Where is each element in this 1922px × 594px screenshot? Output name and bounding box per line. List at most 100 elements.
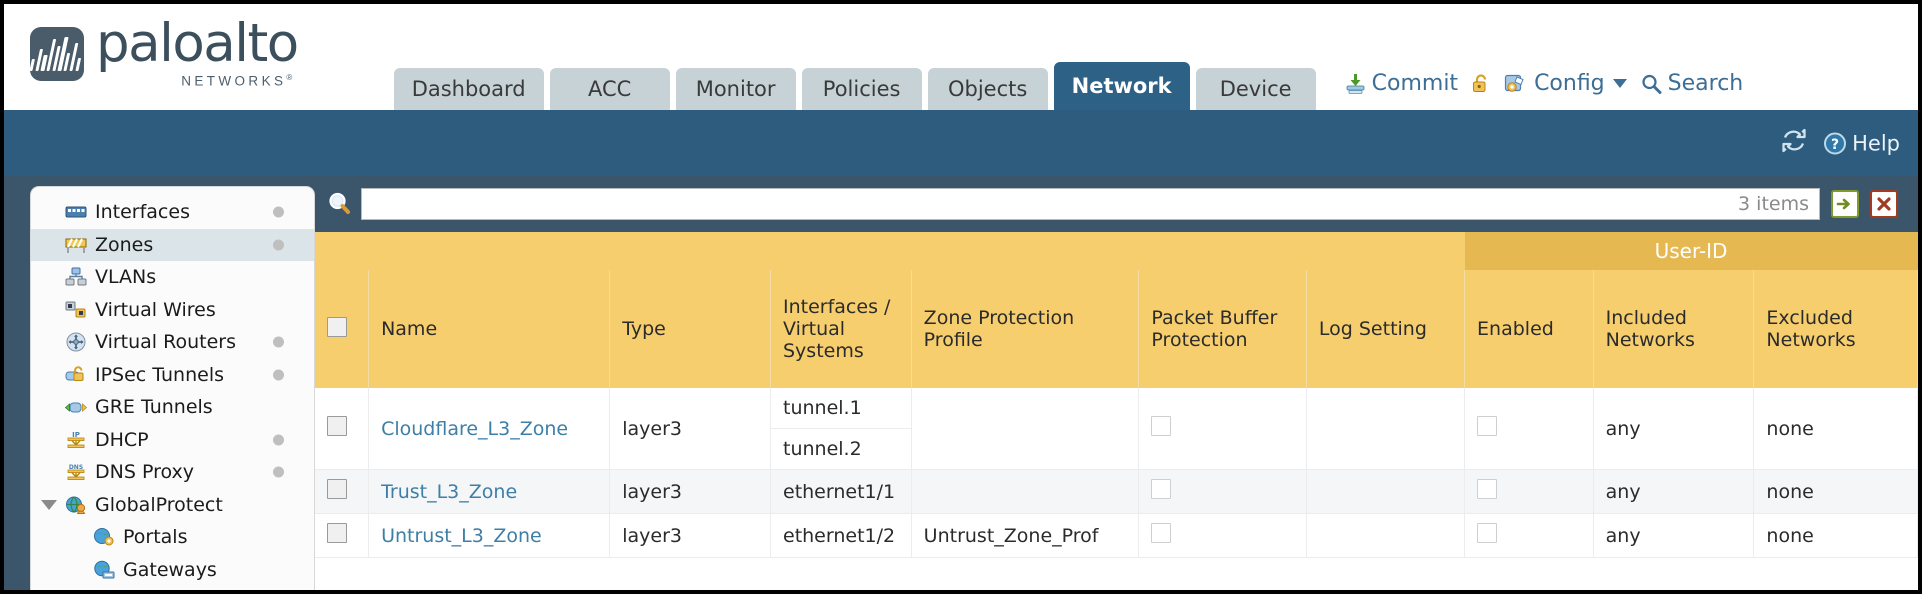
packet-buffer-protection-checkbox[interactable] <box>1151 479 1172 499</box>
svg-text:DNS: DNS <box>69 464 83 471</box>
column-header-type[interactable]: Type <box>609 270 771 388</box>
packet-buffer-protection-checkbox[interactable] <box>1151 523 1172 543</box>
tab-label: Network <box>1071 74 1172 98</box>
userid-enabled-checkbox[interactable] <box>1477 479 1498 499</box>
close-icon <box>1877 197 1891 211</box>
column-header-interfaces-virtual-systems[interactable]: Interfaces / Virtual Systems <box>770 270 912 388</box>
row-checkbox[interactable] <box>327 416 347 436</box>
sidebar-item-gre-tunnels[interactable]: GRE Tunnels <box>31 391 314 424</box>
column-header-included-networks[interactable]: Included Networks <box>1593 270 1755 388</box>
tab-policies[interactable]: Policies <box>801 68 922 110</box>
search-button[interactable]: Search <box>1640 71 1743 96</box>
userid-enabled-cell <box>1464 513 1594 558</box>
column-header-label: Log Setting <box>1318 318 1427 340</box>
sidebar-item-vlans[interactable]: VLANs <box>31 261 314 294</box>
packet-buffer-protection-checkbox[interactable] <box>1151 416 1172 436</box>
config-icon <box>1504 73 1528 95</box>
row-checkbox[interactable] <box>327 523 347 543</box>
sidebar-item-label: Portals <box>123 526 188 549</box>
column-header-label: Enabled <box>1477 318 1554 340</box>
paloalto-logo-mark <box>30 26 84 81</box>
zone-name-link[interactable]: Trust_L3_Zone <box>381 480 518 503</box>
zone-name-cell: Trust_L3_Zone <box>368 469 611 514</box>
sidebar-item-label: Zones <box>95 233 154 256</box>
filter-bar: 3 items <box>315 176 1918 232</box>
search-input[interactable] <box>361 188 1710 220</box>
select-all-checkbox[interactable] <box>327 316 347 337</box>
config-menu[interactable]: Config <box>1504 71 1627 96</box>
unlock-icon <box>1471 73 1491 95</box>
tab-objects[interactable]: Objects <box>927 68 1048 110</box>
apply-filter-button[interactable] <box>1831 190 1859 218</box>
sidebar-item-label: Gateways <box>123 558 217 581</box>
tab-network[interactable]: Network <box>1053 62 1190 110</box>
sidebar-item-gateways[interactable]: Gateways <box>31 554 314 587</box>
clear-filter-button[interactable] <box>1870 190 1898 218</box>
paloalto-wordmark: paloalto NETWORKS® <box>96 17 299 88</box>
zone-type-cell: layer3 <box>609 469 771 514</box>
sidebar-item-globalprotect[interactable]: GlobalProtect <box>31 489 314 522</box>
sidebar-item-portals[interactable]: Portals <box>31 521 314 554</box>
row-checkbox[interactable] <box>327 479 347 499</box>
column-header-zone-protection-profile[interactable]: Zone Protection Profile <box>911 270 1140 388</box>
portals-icon <box>93 527 115 547</box>
column-header-enabled[interactable]: Enabled <box>1464 270 1594 388</box>
column-header-excluded-networks[interactable]: Excluded Networks <box>1753 270 1918 388</box>
column-header-name[interactable]: Name <box>368 270 611 388</box>
help-button[interactable]: ? Help <box>1823 131 1900 155</box>
lock-button[interactable] <box>1471 73 1491 95</box>
interfaces-cell: ethernet1/2 <box>770 513 912 558</box>
sidebar-item-label: IPSec Tunnels <box>95 363 225 386</box>
column-header-label: Packet Buffer Protection <box>1151 307 1278 351</box>
zones-icon <box>65 235 87 255</box>
tab-monitor[interactable]: Monitor <box>675 68 796 110</box>
sidebar-item-interfaces[interactable]: Interfaces <box>31 196 314 229</box>
commit-button[interactable]: Commit <box>1344 71 1458 96</box>
userid-enabled-checkbox[interactable] <box>1477 523 1498 543</box>
packet-buffer-protection-cell <box>1138 388 1307 470</box>
refresh-button[interactable] <box>1781 128 1807 158</box>
row-select-cell <box>315 469 370 514</box>
commit-icon <box>1344 73 1366 95</box>
sidebar-item-zones[interactable]: Zones <box>31 228 314 261</box>
tab-device[interactable]: Device <box>1195 68 1316 110</box>
arrow-right-icon <box>1836 198 1850 210</box>
interface-entry: tunnel.1 <box>771 388 911 429</box>
column-header-label: Type <box>622 318 666 340</box>
sidebar-item-virtual-routers[interactable]: Virtual Routers <box>31 326 314 359</box>
tab-dashboard[interactable]: Dashboard <box>393 68 544 110</box>
tab-label: Monitor <box>695 77 776 101</box>
help-icon: ? <box>1824 132 1847 154</box>
virtual-wires-icon <box>65 300 87 320</box>
svg-text:?: ? <box>1831 137 1839 153</box>
sidebar-item-virtual-wires[interactable]: Virtual Wires <box>31 294 314 327</box>
paloalto-logo: paloalto NETWORKS® <box>30 17 299 88</box>
zone-name-link[interactable]: Untrust_L3_Zone <box>381 524 542 547</box>
column-header-log-setting[interactable]: Log Setting <box>1306 270 1466 388</box>
sidebar-item-ipsec-tunnels[interactable]: IPSec Tunnels <box>31 359 314 392</box>
column-header-packet-buffer-protection[interactable]: Packet Buffer Protection <box>1138 270 1307 388</box>
tab-acc[interactable]: ACC <box>549 68 670 110</box>
sub-header-bar: ? Help <box>4 110 1918 176</box>
sidebar-item-label: VLANs <box>95 266 157 289</box>
zone-name-link[interactable]: Cloudflare_L3_Zone <box>381 417 569 440</box>
userid-enabled-checkbox[interactable] <box>1477 416 1498 436</box>
row-select-cell <box>315 513 370 558</box>
select-all-header <box>315 270 370 388</box>
expander-collapse-icon[interactable] <box>41 499 57 510</box>
tab-label: Objects <box>947 77 1028 101</box>
dhcp-icon: IP <box>65 430 87 450</box>
gateways-icon <box>93 560 115 580</box>
